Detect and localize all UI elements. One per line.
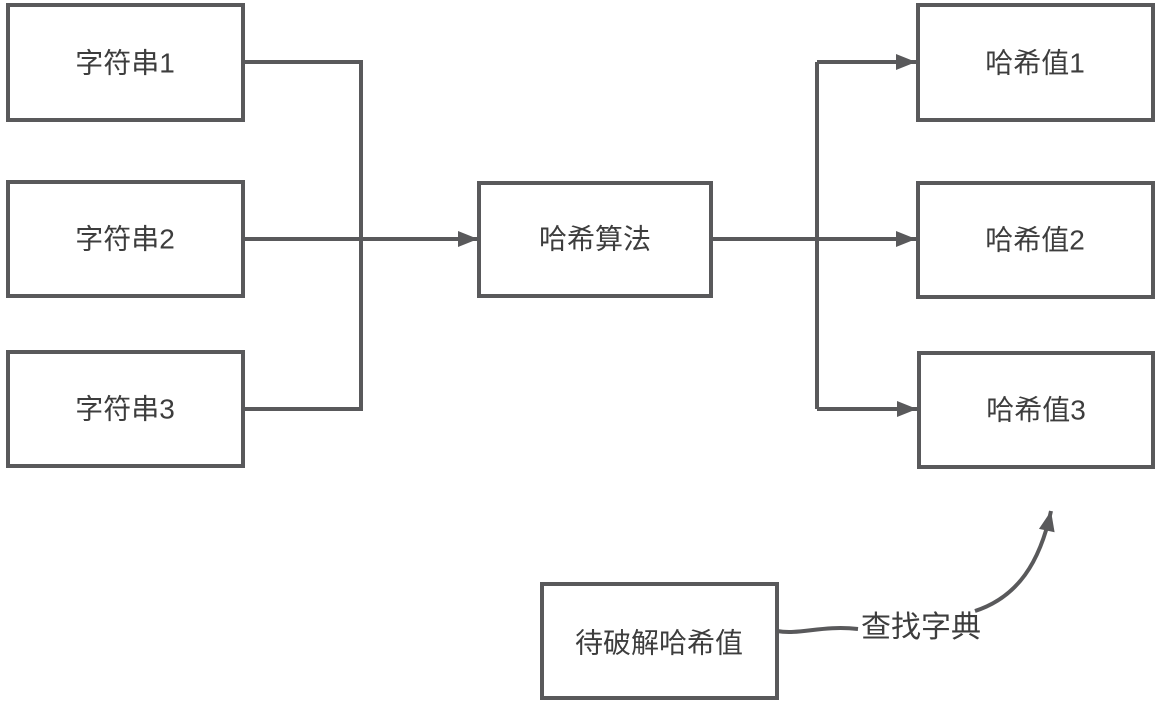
node-string2: 字符串2 [6,180,245,298]
node-string1: 字符串1 [6,3,245,122]
node-target-hash-label: 待破解哈希值 [575,628,743,659]
node-hash1-box [916,3,1155,122]
node-hash3: 哈希值3 [917,351,1155,469]
node-string1-box [6,3,245,122]
node-string3: 字符串3 [6,350,245,468]
node-string3-label: 字符串3 [75,394,175,425]
node-hash2-box [916,181,1155,299]
node-hash3-label: 哈希值3 [986,395,1086,426]
node-hash1: 哈希值1 [916,3,1155,122]
node-target-hash-box [540,582,779,700]
connector-lines [243,54,1055,634]
node-hash-algorithm-label: 哈希算法 [539,224,651,255]
node-target-hash: 待破解哈希值 [540,582,779,700]
edge-target-hash-connector [776,626,859,634]
node-hash3-box [917,351,1155,469]
node-hash-algorithm: 哈希算法 [477,181,713,298]
edge-strings-bus [243,60,363,411]
node-hash-algorithm-box [477,181,713,298]
node-hash2: 哈希值2 [916,181,1155,299]
node-string3-box [6,350,245,468]
node-string2-box [6,180,245,298]
node-hash2-label: 哈希值2 [985,225,1085,256]
node-hash1-label: 哈希值1 [985,48,1085,79]
node-string1-label: 字符串1 [75,48,175,79]
edge-lookup-dictionary-arrow [974,510,1055,613]
node-string2-label: 字符串2 [75,224,175,255]
edge-label-lookup-dictionary: 查找字典 [861,611,981,644]
